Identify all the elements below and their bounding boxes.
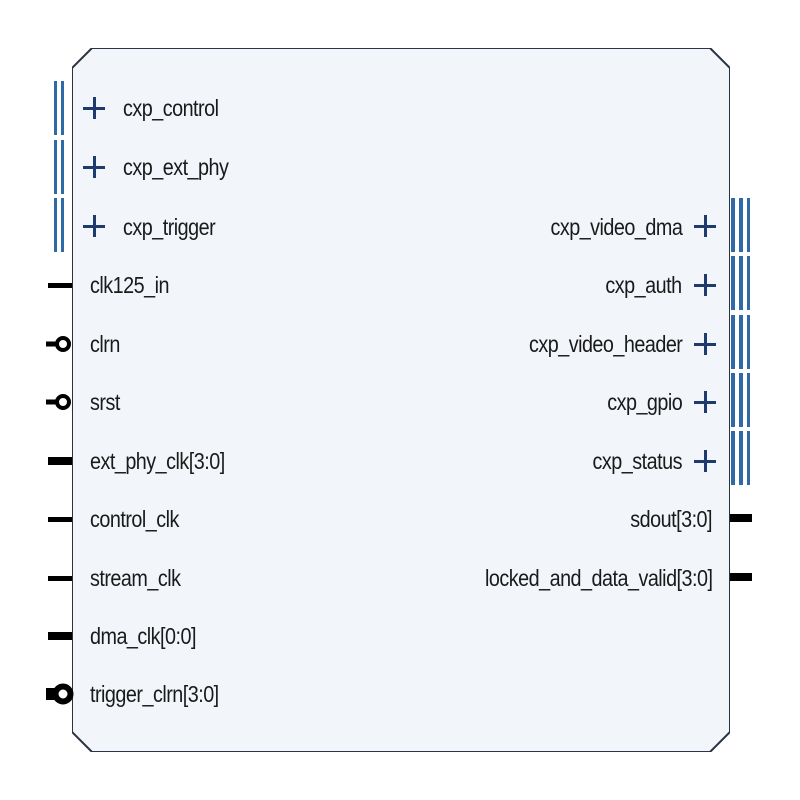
expand-plus-icon[interactable] <box>83 156 105 178</box>
pin-label: ext_phy_clk[3:0] <box>90 447 225 474</box>
inverted-pin-bubble-icon <box>46 336 71 352</box>
interface-bus-icon <box>731 431 750 485</box>
inverted-pin-bubble-icon <box>46 394 71 410</box>
pin-bus-wire <box>730 573 752 581</box>
pin-wire <box>48 576 72 581</box>
pin-label: sdout[3:0] <box>630 505 712 532</box>
pin-bus-wire <box>48 632 72 640</box>
pin-label: clrn <box>90 330 120 357</box>
pin-label: dma_clk[0:0] <box>90 622 196 649</box>
pin-label: control_clk <box>90 505 179 532</box>
pin-wire <box>48 283 72 288</box>
interface-bus-icon <box>54 198 64 252</box>
interface-bus-icon <box>54 81 64 135</box>
expand-plus-icon[interactable] <box>83 97 105 119</box>
pin-label: cxp_video_header <box>528 330 683 357</box>
pin-label: clk125_in <box>90 271 169 298</box>
ip-block[interactable] <box>72 48 730 752</box>
pin-label: locked_and_data_valid[3:0] <box>484 564 713 591</box>
expand-plus-icon[interactable] <box>694 274 716 296</box>
pin-bus-wire <box>730 514 752 522</box>
pin-label: cxp_control <box>123 94 219 121</box>
interface-bus-icon <box>731 256 750 310</box>
pin-label: cxp_video_dma <box>550 213 682 240</box>
pin-wire <box>48 517 72 522</box>
expand-plus-icon[interactable] <box>83 215 105 237</box>
expand-plus-icon[interactable] <box>694 450 716 472</box>
interface-bus-icon <box>54 140 64 194</box>
pin-bus-wire <box>48 457 72 465</box>
expand-plus-icon[interactable] <box>694 333 716 355</box>
interface-bus-icon <box>731 373 750 427</box>
pin-label: trigger_clrn[3:0] <box>90 680 219 707</box>
pin-label: stream_clk <box>90 564 181 591</box>
ip-block-outline <box>72 48 730 752</box>
interface-bus-icon <box>731 198 750 252</box>
pin-label: cxp_trigger <box>123 213 216 240</box>
interface-bus-icon <box>731 315 750 369</box>
expand-plus-icon[interactable] <box>694 391 716 413</box>
pin-label: cxp_gpio <box>606 388 683 415</box>
expand-plus-icon[interactable] <box>694 215 716 237</box>
pin-label: srst <box>90 388 120 415</box>
pin-label: cxp_auth <box>605 271 683 298</box>
inverted-bus-pin-bubble-icon <box>46 683 74 705</box>
pin-label: cxp_ext_phy <box>123 153 229 180</box>
pin-label: cxp_status <box>592 447 683 474</box>
